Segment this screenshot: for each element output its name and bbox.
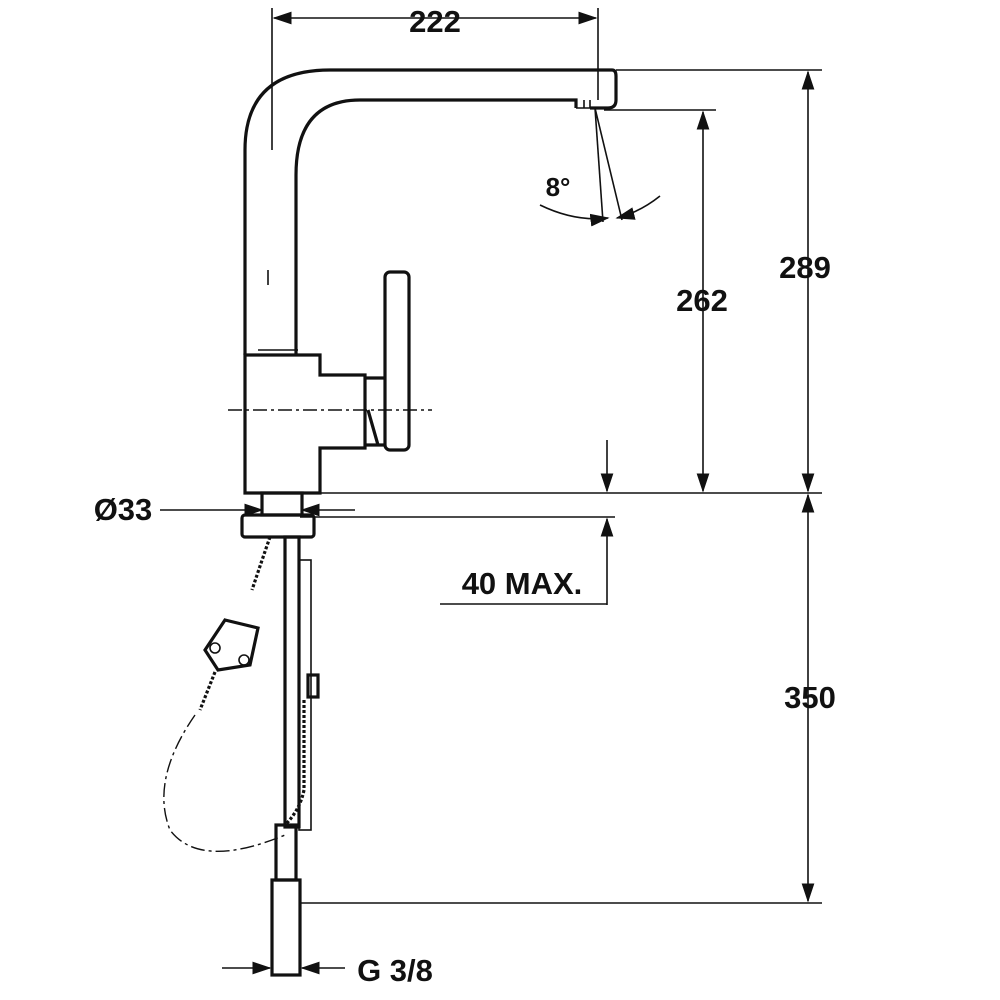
dimension-total-height: 289 xyxy=(616,69,831,493)
faucet-body xyxy=(228,270,432,495)
mounting-assembly xyxy=(163,491,320,977)
dimension-label-350: 350 xyxy=(784,680,836,715)
dimension-label-40max: 40 MAX. xyxy=(462,566,583,601)
dimension-spout-angle: 8° xyxy=(539,107,661,227)
dimension-max-deck: 40 MAX. xyxy=(300,440,615,605)
dimension-spout-reach: 222 xyxy=(271,4,599,150)
dimension-hose-length: 350 xyxy=(300,493,836,904)
dimension-outlet-height: 262 xyxy=(604,109,728,493)
dimension-label-262: 262 xyxy=(676,283,728,318)
dimension-label-289: 289 xyxy=(779,250,831,285)
dimension-label-thread: G 3/8 xyxy=(357,953,433,988)
dimension-thread: G 3/8 xyxy=(222,953,433,988)
dimension-label-8deg: 8° xyxy=(546,172,571,202)
dimension-label-222: 222 xyxy=(409,4,461,39)
spout xyxy=(243,68,618,355)
dimension-label-diameter: Ø33 xyxy=(94,492,153,527)
dimension-base-diameter: Ø33 xyxy=(94,492,355,527)
